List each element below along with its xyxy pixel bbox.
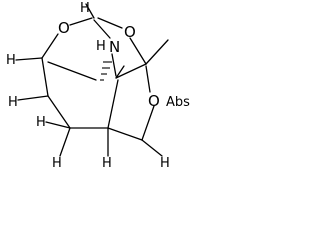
bond-ch-top-n xyxy=(93,19,111,39)
bond-ch-left-center xyxy=(47,61,97,81)
atom-h-left-lower: H xyxy=(36,115,46,130)
bond-h-bottom-left xyxy=(59,127,71,157)
bond-h-center xyxy=(115,65,125,79)
molecule-structure: O O N H O H H H H H H H Abs xyxy=(6,1,190,171)
atom-h-left-mid: H xyxy=(8,95,18,110)
bond-center-cq xyxy=(115,63,147,79)
bond-ch-mid-ch2 xyxy=(47,95,71,129)
bond-ch-left-ch-mid xyxy=(41,57,49,97)
bond-o-left-ch-top xyxy=(69,17,93,26)
bond-h-left-lower xyxy=(45,121,71,129)
bond-cq-o-bottom xyxy=(145,65,151,93)
atom-o-bottom: O xyxy=(148,92,160,110)
bond-h-left-mid xyxy=(17,95,49,101)
bond-center-ch-bottom-right xyxy=(107,79,119,129)
bond-cq-methyl xyxy=(145,39,169,65)
hashed-wedge xyxy=(100,61,112,81)
bond-lines xyxy=(41,17,169,141)
bond-h-right-ch2 xyxy=(141,139,163,157)
stereo-abs-label: Abs xyxy=(166,95,190,110)
atom-h-n: H xyxy=(96,39,106,54)
bond-n-center xyxy=(111,53,117,77)
atom-n: N xyxy=(109,38,120,56)
atom-h-bottom-left: H xyxy=(52,156,62,171)
atom-o-right: O xyxy=(124,23,136,41)
atom-o-left: O xyxy=(58,19,70,37)
atom-labels: O O N H O H H H H H H H Abs xyxy=(6,1,190,171)
atom-h-bottom-right: H xyxy=(102,156,112,171)
atom-h-top: H xyxy=(80,1,90,16)
bond-o-right-cq xyxy=(129,37,147,65)
bond-o-left-ch-left xyxy=(41,33,59,59)
bond-h-left-upper xyxy=(15,57,43,61)
bond-ch-top-o-right xyxy=(97,17,123,29)
atom-h-left-upper: H xyxy=(6,53,16,68)
bond-ch2-right-o-bottom xyxy=(141,105,155,141)
bond-h-top xyxy=(85,3,95,19)
hydrogen-bonds xyxy=(15,3,163,157)
bond-ch-bottom-right-ch2-right xyxy=(107,127,143,141)
atom-h-center: H xyxy=(160,156,170,171)
